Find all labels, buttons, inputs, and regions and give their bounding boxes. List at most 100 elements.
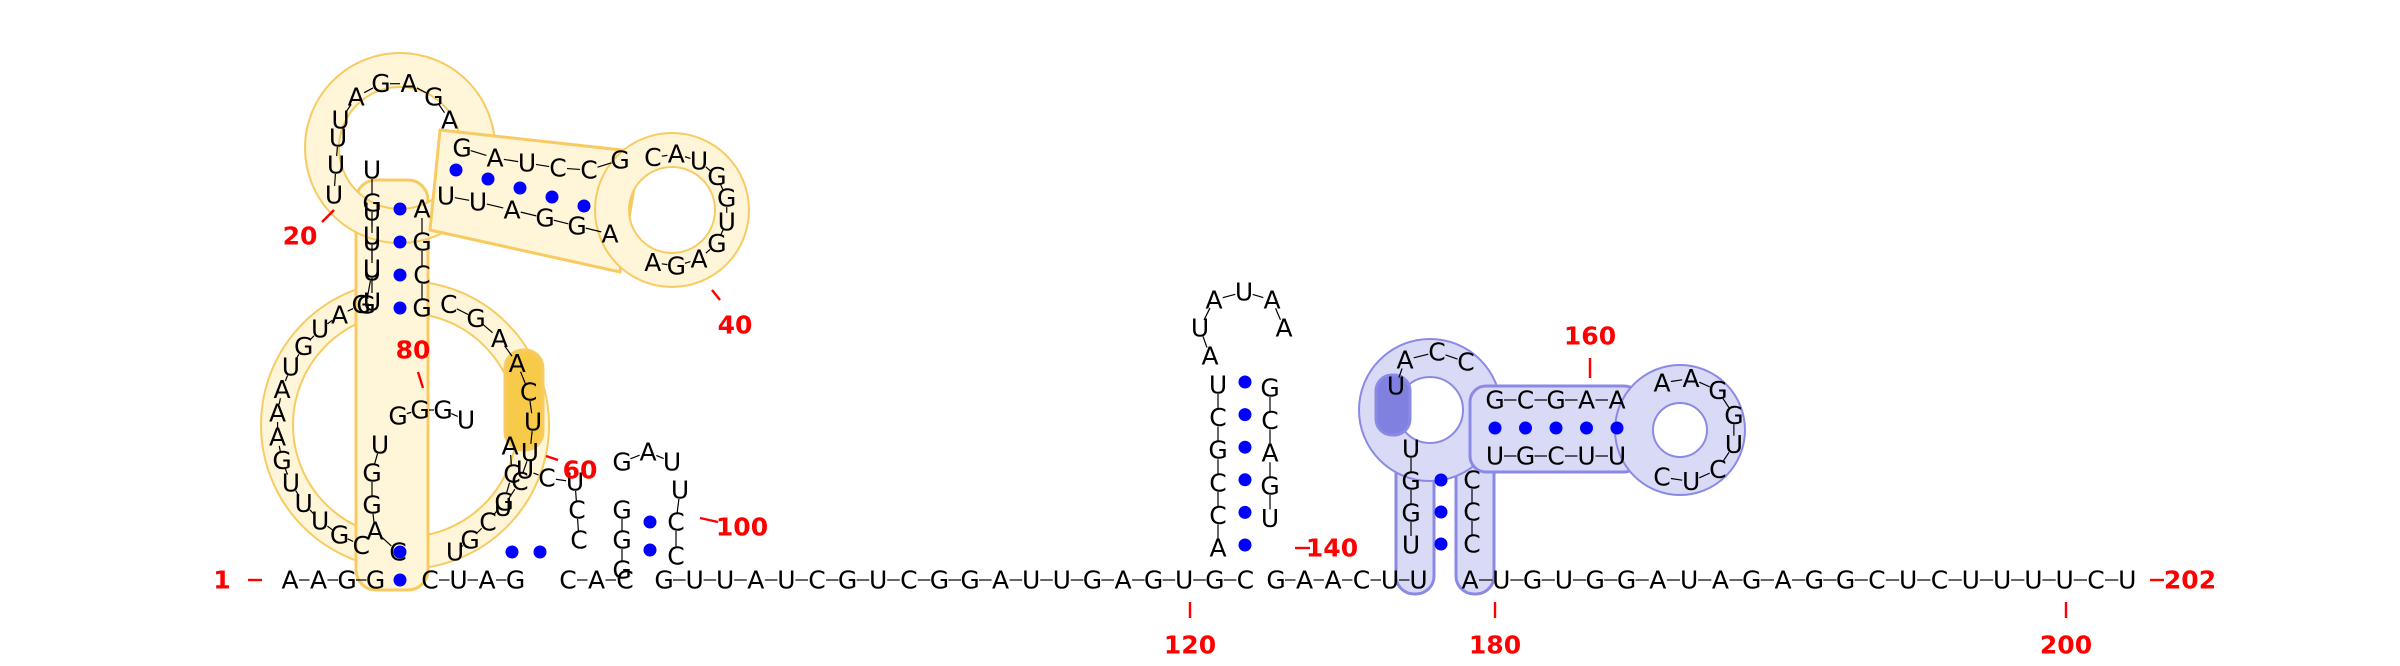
backbone-bond — [535, 163, 550, 168]
backbone-bond — [284, 375, 289, 382]
backbone-bond — [1722, 397, 1730, 409]
nucleotide: A — [1774, 566, 1791, 595]
nucleotide: U — [1492, 566, 1510, 595]
backbone-bond — [284, 468, 289, 475]
nucleotide: C — [1463, 530, 1480, 559]
highlight-region-yellow — [260, 52, 750, 592]
nucleotide: G — [1144, 566, 1163, 595]
backbone-bond — [336, 146, 338, 157]
highlight-region-blue — [1358, 338, 1746, 596]
nucleotide: U — [1402, 531, 1420, 560]
nucleotide: U — [363, 222, 381, 251]
nucleotide: U — [1486, 442, 1504, 471]
nucleotide: U — [1235, 278, 1253, 307]
nucleotide: U — [1555, 566, 1573, 595]
nucleotide: G — [412, 228, 431, 257]
backbone-bond — [530, 431, 533, 444]
nucleotide: G — [366, 566, 385, 595]
nucleotide: U — [521, 438, 539, 467]
nucleotide: G — [612, 526, 631, 555]
position-number: 140 — [1306, 534, 1358, 563]
position-number: 60 — [563, 456, 598, 485]
position-tick — [699, 516, 719, 524]
nucleotide: A — [1275, 314, 1292, 343]
backbone-bond — [309, 335, 315, 341]
base-pair-dot — [449, 163, 463, 177]
nucleotide: U — [282, 468, 300, 497]
nucleotide: A — [486, 144, 503, 173]
backbone-bond — [575, 490, 577, 502]
nucleotide: U — [716, 566, 734, 595]
nucleotide: A — [1324, 566, 1341, 595]
backbone-bond — [347, 538, 354, 542]
backbone-bond — [327, 319, 333, 325]
nucleotide: U — [363, 156, 381, 185]
base-pair-dot — [513, 181, 527, 195]
base-pair-dot — [1434, 537, 1448, 551]
nucleotide: U — [1409, 566, 1427, 595]
nucleotide: G — [1266, 566, 1285, 595]
nucleotide: U — [327, 151, 345, 180]
backbone-bond — [597, 162, 612, 168]
nucleotide: C — [440, 290, 457, 319]
nucleotide: A — [310, 566, 327, 595]
nucleotide: U — [1608, 442, 1626, 471]
nucleotide: A — [509, 349, 526, 378]
base-pair-dot — [545, 190, 559, 204]
position-number: 200 — [2040, 631, 2092, 660]
nucleotide: U — [1381, 566, 1399, 595]
nucleotide: C — [580, 156, 597, 185]
nucleotide: A — [1649, 566, 1666, 595]
nucleotide: C — [1463, 498, 1480, 527]
backbone-bond — [486, 203, 504, 209]
backbone-bond — [493, 508, 499, 516]
nucleotide: C — [1457, 348, 1474, 377]
nucleotide: U — [2024, 566, 2042, 595]
nucleotide: G — [654, 566, 673, 595]
backbone-bond — [454, 197, 470, 201]
nucleotide: G — [707, 162, 726, 191]
nucleotide: A — [501, 432, 518, 461]
nucleotide: U — [311, 506, 329, 535]
nucleotide: U — [325, 181, 343, 210]
base-pair-dot — [1238, 505, 1252, 519]
backbone-bond — [505, 482, 511, 494]
nucleotide: U — [437, 182, 455, 211]
backbone-bond — [720, 184, 724, 191]
nucleotide: C — [2087, 566, 2104, 595]
nucleotide: G — [362, 189, 381, 218]
nucleotide: U — [777, 566, 795, 595]
nucleotide: C — [1209, 501, 1226, 530]
nucleotide: U — [671, 476, 689, 505]
nucleotide: G — [1724, 401, 1743, 430]
position-tick — [416, 371, 425, 389]
position-tick — [321, 209, 335, 223]
nucleotide: A — [644, 248, 661, 277]
backbone-bond — [1722, 451, 1730, 463]
nucleotide: A — [273, 375, 290, 404]
backbone-bond — [381, 536, 392, 547]
nucleotide: C — [511, 467, 528, 496]
nucleotide: G — [352, 290, 371, 319]
nucleotide: G — [424, 82, 443, 111]
nucleotide: G — [612, 448, 631, 477]
nucleotide: A — [331, 301, 348, 330]
base-pair-dot — [1580, 421, 1593, 435]
nucleotide: G — [930, 566, 949, 595]
nucleotide: U — [331, 106, 349, 135]
nucleotide: G — [1401, 467, 1420, 496]
nucleotide: A — [747, 566, 764, 595]
nucleotide: A — [1296, 566, 1313, 595]
backbone-bond — [456, 308, 469, 316]
backbone-bond — [1670, 379, 1683, 383]
base-pair-dot — [1238, 408, 1252, 422]
nucleotide: A — [413, 195, 430, 224]
backbone-bond — [1670, 477, 1683, 481]
nucleotide: A — [1608, 386, 1625, 415]
backbone-bond — [1274, 308, 1282, 320]
backbone-bond — [520, 371, 526, 384]
backbone-bond — [661, 263, 668, 266]
nucleotide: C — [1261, 406, 1278, 435]
nucleotide: G — [1836, 566, 1855, 595]
